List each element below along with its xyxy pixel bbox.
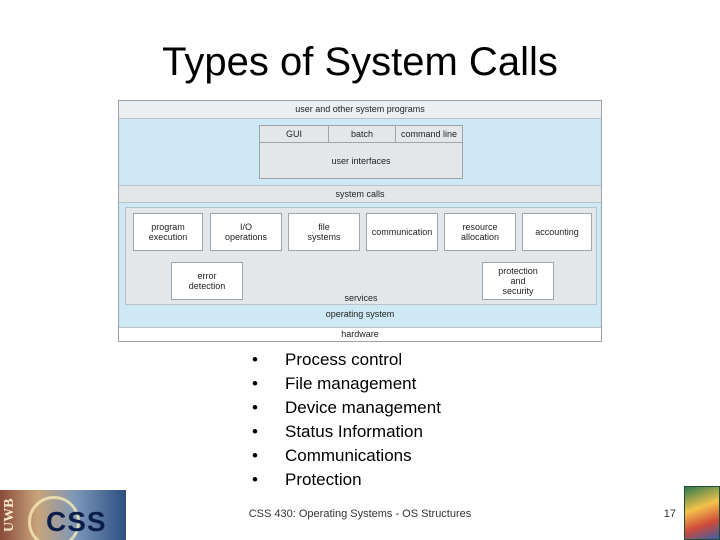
uwb-css-logo: UWB CSS — [0, 490, 126, 540]
list-item: •Process control — [252, 348, 441, 372]
system-call-types-list: •Process control •File management •Devic… — [252, 348, 441, 492]
user-interface-layer: GUI batch command line user interfaces — [119, 119, 601, 185]
user-programs-band: user and other system programs — [119, 101, 601, 119]
logo-css-text: CSS — [46, 506, 107, 537]
logo-ring — [28, 496, 80, 540]
hardware-band: hardware — [119, 327, 601, 341]
bullet-marker: • — [252, 398, 258, 417]
list-item: •Protection — [252, 468, 441, 492]
communication-box: communication — [366, 213, 438, 251]
slide-footer: CSS 430: Operating Systems - OS Structur… — [248, 508, 472, 520]
operating-system-label: operating system — [325, 309, 395, 319]
system-services-diagram: user and other system programs GUI batch… — [118, 100, 602, 342]
bullet-marker: • — [252, 470, 258, 489]
list-item: •Communications — [252, 444, 441, 468]
user-interfaces-box: user interfaces — [259, 142, 463, 179]
bullet-marker: • — [252, 350, 258, 369]
bullet-marker: • — [252, 374, 258, 393]
batch-box: batch — [328, 125, 396, 143]
gui-box: GUI — [259, 125, 329, 143]
slide-title: Types of System Calls — [162, 40, 558, 84]
book-cover-logo — [684, 486, 720, 540]
services-label: services — [344, 293, 378, 303]
command-line-box: command line — [395, 125, 463, 143]
list-item: •Status Information — [252, 420, 441, 444]
bullet-marker: • — [252, 422, 258, 441]
bullet-marker: • — [252, 446, 258, 465]
page-number: 17 — [663, 508, 676, 520]
list-item: •Device management — [252, 396, 441, 420]
system-calls-band: system calls — [119, 185, 601, 203]
accounting-box: accounting — [522, 213, 592, 251]
list-item: •File management — [252, 372, 441, 396]
